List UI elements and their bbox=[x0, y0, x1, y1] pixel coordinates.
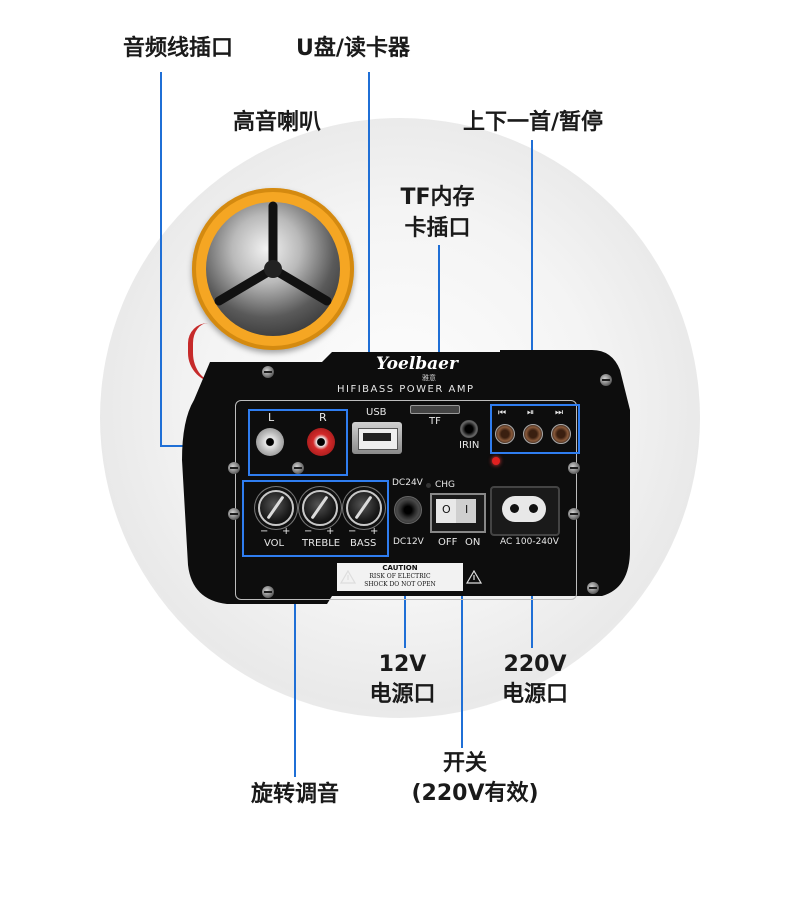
screw-mid-left bbox=[228, 462, 240, 474]
rca-right-jack[interactable] bbox=[307, 428, 335, 456]
play-pause-icon: ⏯ bbox=[527, 408, 535, 418]
screw-inner-left bbox=[292, 462, 304, 474]
next-track-icon: ⏭ bbox=[555, 408, 564, 418]
brand-logo: Yoelbaer bbox=[376, 354, 458, 374]
callout-tf-slot-line1: TF内存 bbox=[400, 185, 475, 210]
panel-body bbox=[182, 350, 630, 604]
callout-tone-knobs: 旋转调音 bbox=[250, 782, 339, 807]
callout-prev-next-pause: 上下一首/暂停 bbox=[462, 110, 604, 135]
callout-switch-line1: 开关 bbox=[442, 751, 487, 776]
label-usb: USB bbox=[366, 407, 387, 418]
label-dc12v: DC12V bbox=[393, 537, 424, 547]
leader-tf bbox=[438, 245, 440, 401]
label-ac: AC 100-240V bbox=[500, 537, 559, 547]
panel-shape bbox=[182, 350, 630, 604]
label-chg: CHG bbox=[435, 480, 456, 490]
screw-lower-right bbox=[568, 508, 580, 520]
switch-off-mark: O bbox=[442, 503, 451, 516]
bass-knob[interactable] bbox=[346, 490, 382, 526]
tweeter-grille bbox=[214, 201, 332, 306]
usb-port-tongue bbox=[363, 433, 391, 441]
prev-track-icon: ⏮ bbox=[498, 408, 507, 418]
vol-minus: − bbox=[260, 526, 269, 537]
bass-minus: − bbox=[348, 526, 357, 537]
screw-top-right bbox=[600, 374, 612, 386]
ac-socket-pin-left bbox=[510, 504, 519, 513]
panel-subtitle: HIFIBASS POWER AMP bbox=[337, 384, 475, 395]
caution-label: CAUTION RISK OF ELECTRIC SHOCK DO NOT OP… bbox=[337, 563, 463, 591]
screw-bottom-right bbox=[587, 582, 599, 594]
tweeter-grille-arms bbox=[214, 201, 332, 306]
screw-top-left bbox=[262, 366, 274, 378]
label-off: OFF bbox=[438, 537, 458, 548]
rca-highlight-box bbox=[248, 409, 348, 476]
brand-sub: 雅意 bbox=[422, 374, 436, 382]
leader-switch bbox=[461, 530, 463, 748]
label-bass: BASS bbox=[350, 538, 377, 549]
callout-tweeter: 高音喇叭 bbox=[232, 110, 321, 135]
screw-lower-left bbox=[228, 508, 240, 520]
ir-input-jack[interactable] bbox=[460, 420, 478, 438]
amplifier-panel: Yoelbaer 雅意 HIFIBASS POWER AMP L R USB T… bbox=[182, 350, 630, 604]
callout-dc12v-line2: 电源口 bbox=[369, 682, 436, 707]
chg-led bbox=[426, 483, 431, 488]
screw-mid-right bbox=[568, 462, 580, 474]
label-tf: TF bbox=[429, 416, 441, 427]
prev-track-button[interactable] bbox=[495, 424, 515, 444]
caution-title: CAUTION bbox=[382, 564, 418, 572]
treble-knob[interactable] bbox=[302, 490, 338, 526]
callout-ac220v-line1: 220V bbox=[503, 652, 567, 677]
treble-plus: + bbox=[326, 526, 335, 537]
power-switch[interactable]: O I bbox=[430, 493, 486, 533]
leader-knobs bbox=[294, 557, 296, 777]
label-r: R bbox=[319, 411, 327, 424]
tf-card-slot[interactable] bbox=[410, 405, 460, 414]
next-track-button[interactable] bbox=[551, 424, 571, 444]
leader-audio-v bbox=[160, 72, 162, 446]
ac-socket-pin-right bbox=[529, 504, 538, 513]
callout-usb-reader: U盘/读卡器 bbox=[296, 36, 410, 61]
ac-power-socket[interactable] bbox=[490, 486, 560, 536]
ac-socket-insert bbox=[502, 496, 546, 522]
leader-prev-next bbox=[531, 140, 533, 406]
switch-on-mark: I bbox=[465, 503, 469, 516]
tweeter-cable bbox=[188, 323, 223, 383]
tweeter-speaker bbox=[188, 188, 362, 383]
callout-tf-slot-line2: 卡插口 bbox=[404, 216, 471, 241]
label-l: L bbox=[268, 411, 275, 424]
warning-icon-right bbox=[466, 570, 482, 584]
leader-usb bbox=[368, 72, 370, 422]
usb-port-slot bbox=[358, 428, 398, 450]
play-pause-button[interactable] bbox=[523, 424, 543, 444]
warning-icon bbox=[340, 570, 356, 584]
vol-plus: + bbox=[282, 526, 291, 537]
caution-line1: RISK OF ELECTRIC bbox=[369, 573, 431, 580]
usb-port[interactable] bbox=[352, 422, 402, 454]
volume-knob[interactable] bbox=[258, 490, 294, 526]
knobs-highlight-box bbox=[242, 480, 389, 557]
rca-left-jack[interactable] bbox=[256, 428, 284, 456]
buttons-highlight-box bbox=[490, 404, 580, 454]
bass-plus: + bbox=[370, 526, 379, 537]
panel-inner-frame bbox=[235, 400, 577, 600]
callout-dc12v-line1: 12V bbox=[378, 652, 427, 677]
label-on: ON bbox=[465, 537, 481, 548]
treble-minus: − bbox=[304, 526, 313, 537]
label-dc24v: DC24V bbox=[392, 478, 423, 488]
label-irin: IRIN bbox=[459, 440, 480, 451]
dc-power-jack[interactable] bbox=[394, 496, 422, 524]
label-vol: VOL bbox=[264, 538, 285, 549]
screw-bottom-left bbox=[262, 586, 274, 598]
caution-line2: SHOCK DO NOT OPEN bbox=[364, 581, 436, 588]
tweeter-center bbox=[264, 260, 282, 278]
indicator-led bbox=[492, 457, 500, 465]
power-switch-rocker bbox=[436, 499, 476, 523]
callout-switch-line2: (220V有效) bbox=[411, 781, 539, 806]
callout-ac220v-line2: 电源口 bbox=[501, 682, 568, 707]
callout-audio-input: 音频线插口 bbox=[122, 36, 233, 61]
label-treble: TREBLE bbox=[302, 538, 341, 549]
